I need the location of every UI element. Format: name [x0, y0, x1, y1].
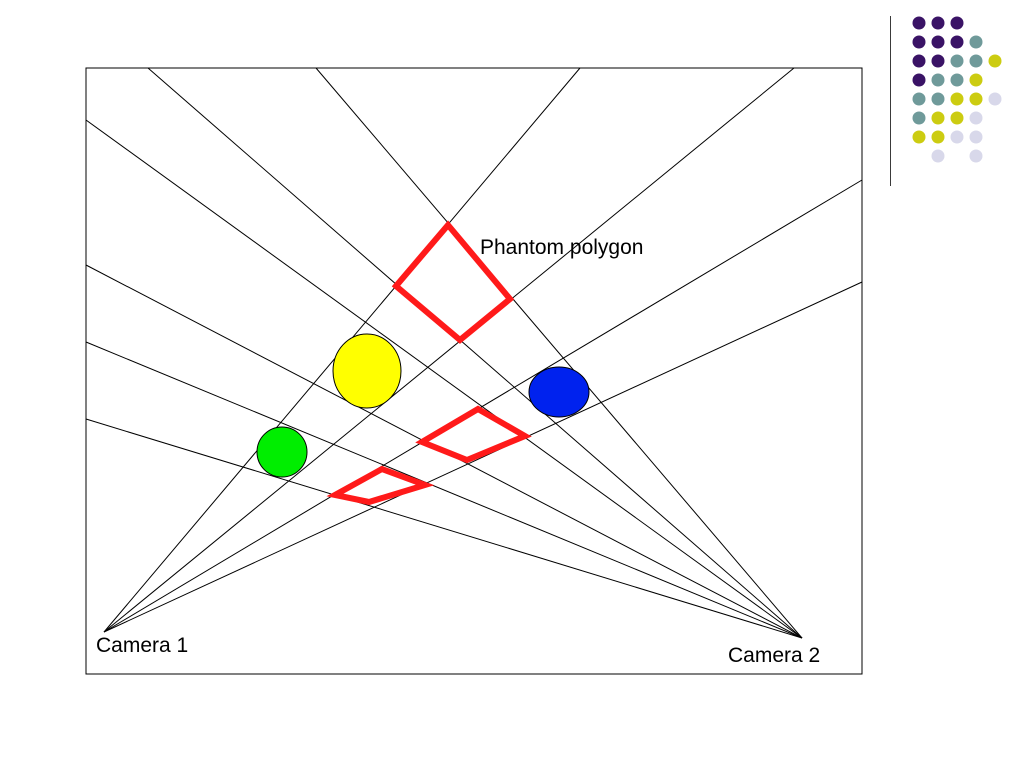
decorative-dot-olive — [931, 130, 945, 144]
camera-1-sight-line — [103, 179, 863, 633]
camera-2-sight-line — [85, 418, 803, 639]
phantom-polygon-label: Phantom polygon — [480, 236, 644, 259]
decorative-dot-purple — [950, 35, 964, 49]
decorative-dot-teal — [931, 73, 945, 87]
camera-1-label: Camera 1 — [96, 634, 189, 657]
decorative-dot-lavender — [969, 149, 983, 163]
green-object — [256, 426, 308, 478]
decorative-dot-teal — [950, 73, 964, 87]
decorative-dot-purple — [931, 35, 945, 49]
camera-2-label: Camera 2 — [728, 644, 821, 667]
camera-1-sight-line — [103, 67, 795, 633]
decorative-dot-teal — [969, 54, 983, 68]
phantom-polygon-medium — [415, 405, 532, 464]
decorative-dot-purple — [912, 73, 926, 87]
sight-lines — [85, 67, 863, 639]
decorative-dot-grid — [912, 16, 1002, 163]
camera-2-sight-line — [315, 67, 803, 639]
decorative-dot-purple — [950, 16, 964, 30]
decorative-dot-olive — [969, 92, 983, 106]
decorative-dot-olive — [988, 54, 1002, 68]
decorative-dot-olive — [950, 92, 964, 106]
decorative-dot-teal — [969, 35, 983, 49]
decorative-dot-teal — [950, 54, 964, 68]
camera-2-sight-line — [85, 341, 803, 639]
diagram-frame — [85, 67, 863, 675]
decorative-divider — [890, 16, 891, 186]
decorative-dot-purple — [912, 35, 926, 49]
decorative-dot-lavender — [988, 92, 1002, 106]
decorative-dot-purple — [912, 54, 926, 68]
decorative-dot-teal — [912, 111, 926, 125]
decorative-dot-lavender — [969, 130, 983, 144]
decorative-dot-olive — [950, 111, 964, 125]
decorative-dot-olive — [912, 130, 926, 144]
decorative-dot-teal — [931, 92, 945, 106]
decorative-dot-olive — [931, 111, 945, 125]
phantom-polygon-large — [391, 220, 515, 344]
decorative-dot-lavender — [969, 111, 983, 125]
decorative-dot-lavender — [950, 130, 964, 144]
objects — [256, 333, 590, 478]
blue-object — [528, 366, 590, 418]
decorative-dot-lavender — [931, 149, 945, 163]
phantom-polygons — [326, 220, 532, 506]
phantom-polygon-small — [326, 465, 435, 506]
decorative-dot-teal — [912, 92, 926, 106]
decorative-dot-purple — [912, 16, 926, 30]
decorative-dot-purple — [931, 54, 945, 68]
decorative-dot-purple — [931, 16, 945, 30]
yellow-object — [332, 333, 402, 409]
camera-2-sight-line — [147, 67, 803, 639]
camera-1-sight-line — [103, 281, 863, 633]
camera-2-sight-line — [85, 119, 803, 639]
decorative-dot-olive — [969, 73, 983, 87]
